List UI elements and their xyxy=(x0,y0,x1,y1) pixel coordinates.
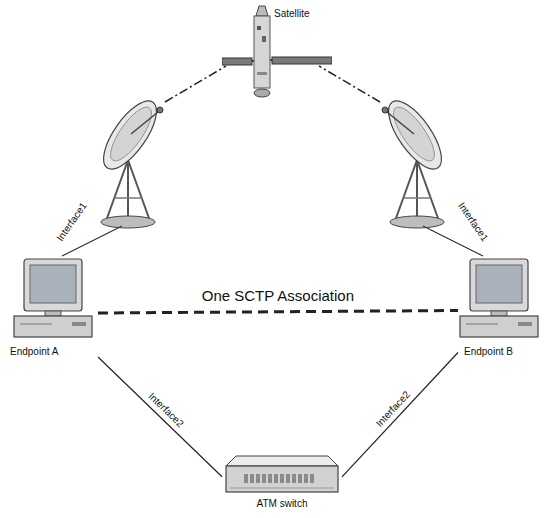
drawing-part xyxy=(460,316,538,337)
drawing-part xyxy=(128,160,150,221)
drawing-part xyxy=(262,474,266,483)
drawing-part xyxy=(403,197,431,199)
drawing-part xyxy=(256,6,268,16)
association-label: One SCTP Association xyxy=(200,287,356,304)
drawing-part xyxy=(470,259,528,311)
icon-drawing xyxy=(458,258,540,342)
node-label: Endpoint B xyxy=(464,346,513,358)
drawing-part xyxy=(94,93,166,177)
radio-link xyxy=(165,66,226,102)
drawing-part xyxy=(387,101,442,166)
drawing-part xyxy=(518,322,532,326)
drawing-part xyxy=(20,324,52,325)
drawing-part xyxy=(256,474,260,483)
drawing-part xyxy=(222,58,252,65)
drawing-part xyxy=(379,93,451,177)
drawing-part xyxy=(272,57,332,64)
drawing-part xyxy=(262,36,266,42)
interface-label: Interface1 xyxy=(54,200,89,243)
drawing-part xyxy=(491,311,507,316)
interface-label: Interface1 xyxy=(455,200,490,243)
drawing-part xyxy=(104,101,159,166)
drawing-part xyxy=(24,259,82,311)
interface-line xyxy=(342,353,458,477)
interface-label: Interface2 xyxy=(373,387,414,430)
icon-drawing xyxy=(12,258,94,342)
association-line xyxy=(98,311,458,314)
interface-line xyxy=(98,357,222,477)
drawing-part xyxy=(292,474,296,483)
radio-link xyxy=(319,66,380,102)
drawing-part xyxy=(114,197,142,199)
drawing-part xyxy=(254,16,270,88)
drawing-part xyxy=(304,474,308,483)
endpoint-node: Endpoint B xyxy=(458,258,540,363)
drawing-part xyxy=(416,160,418,223)
icon-drawing xyxy=(222,452,342,496)
drawing-part xyxy=(127,160,129,223)
drawing-part xyxy=(244,474,248,483)
drawing-part xyxy=(157,107,163,113)
drawing-part xyxy=(257,72,267,75)
drawing-part xyxy=(257,26,261,30)
drawing-part xyxy=(280,474,284,483)
node-label: Endpoint A xyxy=(10,346,58,358)
drawing-part xyxy=(30,265,76,303)
drawing-part xyxy=(387,112,414,134)
drawing-part xyxy=(72,322,86,326)
drawing-part xyxy=(230,488,334,489)
drawing-part xyxy=(395,160,417,221)
node-label: ATM switch xyxy=(257,498,308,510)
switch-node: ATM switch xyxy=(222,452,342,514)
drawing-part xyxy=(274,474,278,483)
drawing-part xyxy=(286,474,290,483)
drawing-part xyxy=(14,316,92,337)
drawing-part xyxy=(382,107,388,113)
endpoint-node: Endpoint A xyxy=(8,258,98,368)
dish-antenna xyxy=(379,93,451,228)
drawing-part xyxy=(310,474,314,483)
drawing-part xyxy=(254,89,270,97)
interface-label: Interface2 xyxy=(145,389,188,431)
drawing-part xyxy=(131,112,158,134)
drawing-part xyxy=(226,466,338,492)
drawing-part xyxy=(268,474,272,483)
drawing-part xyxy=(101,216,155,228)
node-label: Satellite xyxy=(274,8,310,20)
drawing-part xyxy=(45,311,61,316)
drawing-part xyxy=(226,456,338,466)
drawing-part xyxy=(390,216,444,228)
drawing-part xyxy=(250,474,254,483)
dish-antenna xyxy=(94,93,166,228)
drawing-part xyxy=(476,265,522,303)
satellite-node: Satellite xyxy=(222,2,332,102)
drawing-part xyxy=(466,324,498,325)
drawing-part xyxy=(298,474,302,483)
